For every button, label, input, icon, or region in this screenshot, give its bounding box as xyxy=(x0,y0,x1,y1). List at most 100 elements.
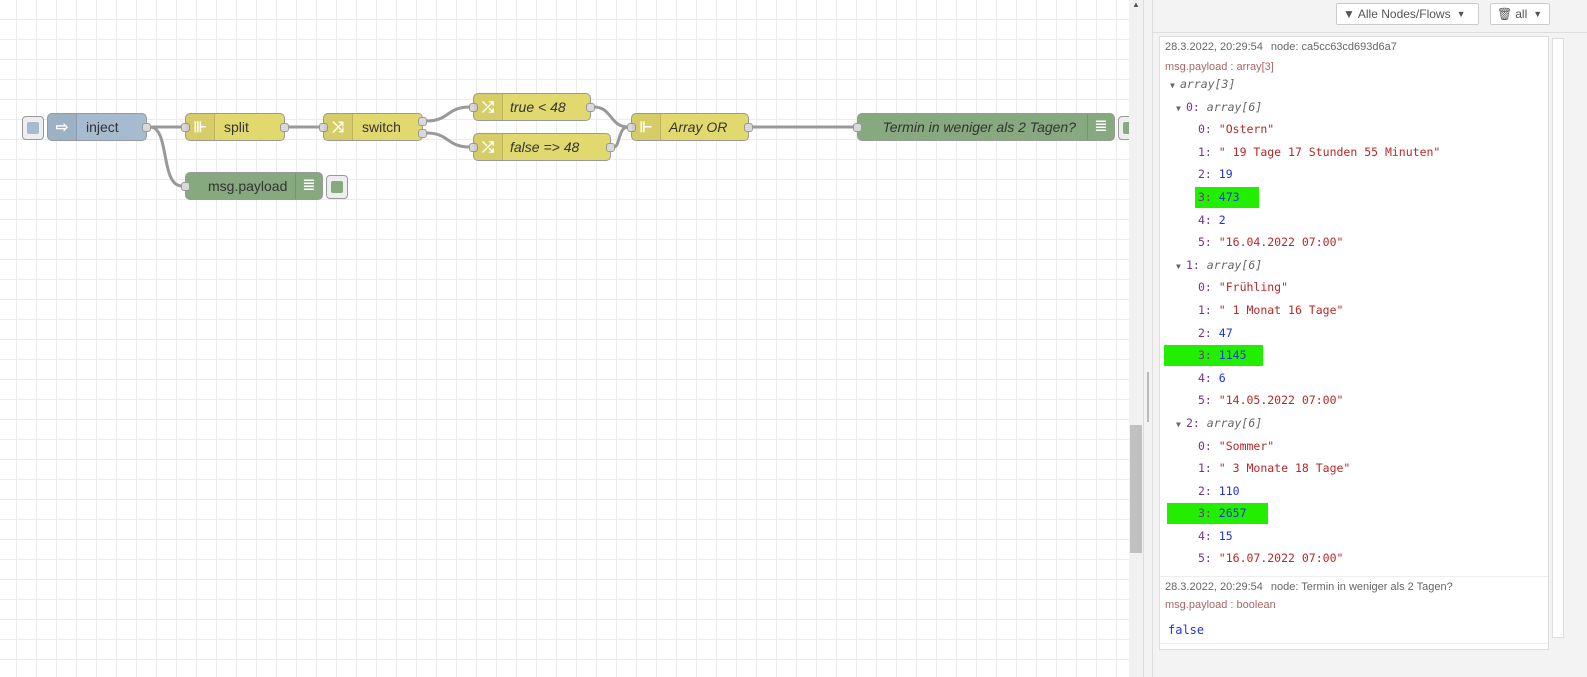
caret-down-icon: ▼ xyxy=(1176,103,1181,113)
caret-down-icon: ▼ xyxy=(1176,261,1181,271)
tree-root-row[interactable]: ▼array[3] xyxy=(1165,73,1543,96)
scroll-up-icon[interactable]: ▲ xyxy=(1132,0,1140,9)
array-item-row: 3: 2657 xyxy=(1165,502,1543,525)
input-port[interactable] xyxy=(181,182,190,191)
item-key: 0: xyxy=(1198,122,1212,137)
item-key: 0: xyxy=(1198,280,1212,295)
array-item-row: 1: " 19 Tage 17 Stunden 55 Minuten" xyxy=(1165,141,1543,164)
array-item-row: 0: "Ostern" xyxy=(1165,118,1543,141)
debug-toolbar: ▼ Alle Nodes/Flows ▼ 🗑 all ▼ xyxy=(1153,0,1587,33)
sidebar-splitter[interactable] xyxy=(1143,0,1152,677)
message-node-link[interactable]: node: ca5cc63cd693d6a7 xyxy=(1270,41,1397,53)
list-icon: ≣ xyxy=(1087,114,1114,140)
input-port[interactable] xyxy=(627,123,636,132)
switch-node[interactable]: ⤨ switch xyxy=(319,113,427,141)
message-timestamp: 28.3.2022, 20:29:54 xyxy=(1165,581,1263,594)
clear-messages-button[interactable]: 🗑 all ▼ xyxy=(1490,3,1550,25)
change-false-node[interactable]: ⤮ false => 48 xyxy=(469,133,615,161)
scrollbar-thumb[interactable] xyxy=(1552,38,1564,638)
input-port[interactable] xyxy=(853,123,862,132)
array-item-row: 2: 47 xyxy=(1165,322,1543,345)
flow-canvas[interactable]: ⇨ inject ⊪ split ⤨ switch ⤮ true < 48 ⤮ … xyxy=(0,0,1129,677)
array-type: array[6] xyxy=(1206,99,1263,114)
output-port-2[interactable] xyxy=(418,129,427,138)
node-label: Termin in weniger als 2 Tagen? xyxy=(882,119,1076,135)
canvas-vertical-scrollbar[interactable]: ▲ xyxy=(1129,0,1143,677)
splitter-grip[interactable] xyxy=(1147,372,1149,422)
debug-message-list[interactable]: 28.3.2022, 20:29:54 node: ca5cc63cd693d6a… xyxy=(1159,36,1549,650)
filter-dropdown[interactable]: ▼ Alle Nodes/Flows ▼ xyxy=(1336,3,1479,25)
item-value: 110 xyxy=(1218,483,1240,498)
item-key: 4: xyxy=(1198,212,1212,227)
item-key: 3: xyxy=(1198,506,1212,521)
output-port[interactable] xyxy=(744,123,753,132)
input-port[interactable] xyxy=(181,123,190,132)
split-icon: ⊪ xyxy=(186,114,215,140)
scrollbar-thumb[interactable] xyxy=(1130,425,1142,553)
array-item-row: 4: 6 xyxy=(1165,367,1543,390)
output-port[interactable] xyxy=(586,103,595,112)
switch-icon: ⤨ xyxy=(324,114,353,140)
message-timestamp: 28.3.2022, 20:29:54 xyxy=(1165,41,1263,53)
debug-message: 28.3.2022, 20:29:54 node: Termin in wenig… xyxy=(1160,577,1548,645)
array-item-row: 5: "16.04.2022 07:00" xyxy=(1165,231,1543,254)
input-port[interactable] xyxy=(319,123,328,132)
input-port[interactable] xyxy=(469,103,478,112)
array-item-row: 3: 1145 xyxy=(1164,344,1543,367)
change-true-node[interactable]: ⤮ true < 48 xyxy=(469,93,595,121)
item-key: 2: xyxy=(1198,167,1212,182)
item-value: "Sommer" xyxy=(1218,438,1275,453)
input-port[interactable] xyxy=(469,143,478,152)
array-row[interactable]: ▼ 1: array[6] xyxy=(1165,254,1543,277)
debug-payload-node[interactable]: msg.payload ≣ xyxy=(181,172,348,200)
debug-result-node[interactable]: Termin in weniger als 2 Tagen? ≣ xyxy=(853,113,1129,141)
join-node[interactable]: ⊩ Array OR xyxy=(627,113,753,141)
array-index: 1: xyxy=(1186,257,1200,272)
array-row[interactable]: ▼0: array[6] xyxy=(1165,96,1543,119)
debug-toggle-button[interactable] xyxy=(326,175,348,199)
array-type: array[6] xyxy=(1206,415,1263,430)
array-item-row: 2: 19 xyxy=(1165,163,1543,186)
array-type: array[6] xyxy=(1206,257,1263,272)
filter-icon: ▼ xyxy=(1343,7,1355,21)
inject-node[interactable]: ⇨ inject xyxy=(22,113,151,141)
chevron-down-icon: ▼ xyxy=(1533,9,1543,19)
message-topic: msg.payload : boolean xyxy=(1165,599,1276,612)
highlight-marker xyxy=(1167,503,1268,525)
item-key: 1: xyxy=(1198,302,1212,317)
wire-false-join xyxy=(613,125,629,149)
item-key: 5: xyxy=(1198,393,1212,408)
debug-toggle-button[interactable] xyxy=(1118,116,1129,140)
node-label: false => 48 xyxy=(510,139,580,155)
output-port[interactable] xyxy=(606,143,615,152)
array-item-row: 5: "16.07.2022 07:00" xyxy=(1165,547,1543,570)
item-value: " 19 Tage 17 Stunden 55 Minuten" xyxy=(1218,144,1441,159)
item-value: " 3 Monate 18 Tage" xyxy=(1218,461,1351,476)
item-value: "16.07.2022 07:00" xyxy=(1218,551,1344,566)
debug-sidebar: ▼ Alle Nodes/Flows ▼ 🗑 all ▼ 28.3.2022, … xyxy=(1152,0,1587,677)
item-value: "Frühling" xyxy=(1218,280,1289,295)
item-key: 2: xyxy=(1198,325,1212,340)
messages-scrollbar[interactable] xyxy=(1549,36,1567,648)
node-label: switch xyxy=(362,119,401,135)
join-icon: ⊩ xyxy=(632,114,661,140)
item-value: " 1 Monat 16 Tage" xyxy=(1218,302,1344,317)
node-label: split xyxy=(224,119,249,135)
node-label: inject xyxy=(86,119,119,135)
message-node-link[interactable]: node: Termin in weniger als 2 Tagen? xyxy=(1270,581,1453,594)
highlight-marker xyxy=(1164,345,1263,367)
wire-true-join xyxy=(593,105,629,129)
inject-trigger-button[interactable] xyxy=(22,116,44,140)
wire-switch-true xyxy=(425,105,471,123)
output-port[interactable] xyxy=(280,123,289,132)
array-row[interactable]: ▼2: array[6] xyxy=(1165,412,1543,435)
split-node[interactable]: ⊪ split xyxy=(181,113,289,141)
filter-label: Alle Nodes/Flows xyxy=(1357,7,1451,21)
item-value: "14.05.2022 07:00" xyxy=(1218,393,1344,408)
trash-icon: 🗑 xyxy=(1497,7,1513,21)
output-port[interactable] xyxy=(142,123,151,132)
item-value: 1145 xyxy=(1218,348,1247,363)
array-index: 2: xyxy=(1186,415,1200,430)
array-item-row: 3: 473 xyxy=(1165,186,1543,209)
output-port-1[interactable] xyxy=(418,117,427,126)
